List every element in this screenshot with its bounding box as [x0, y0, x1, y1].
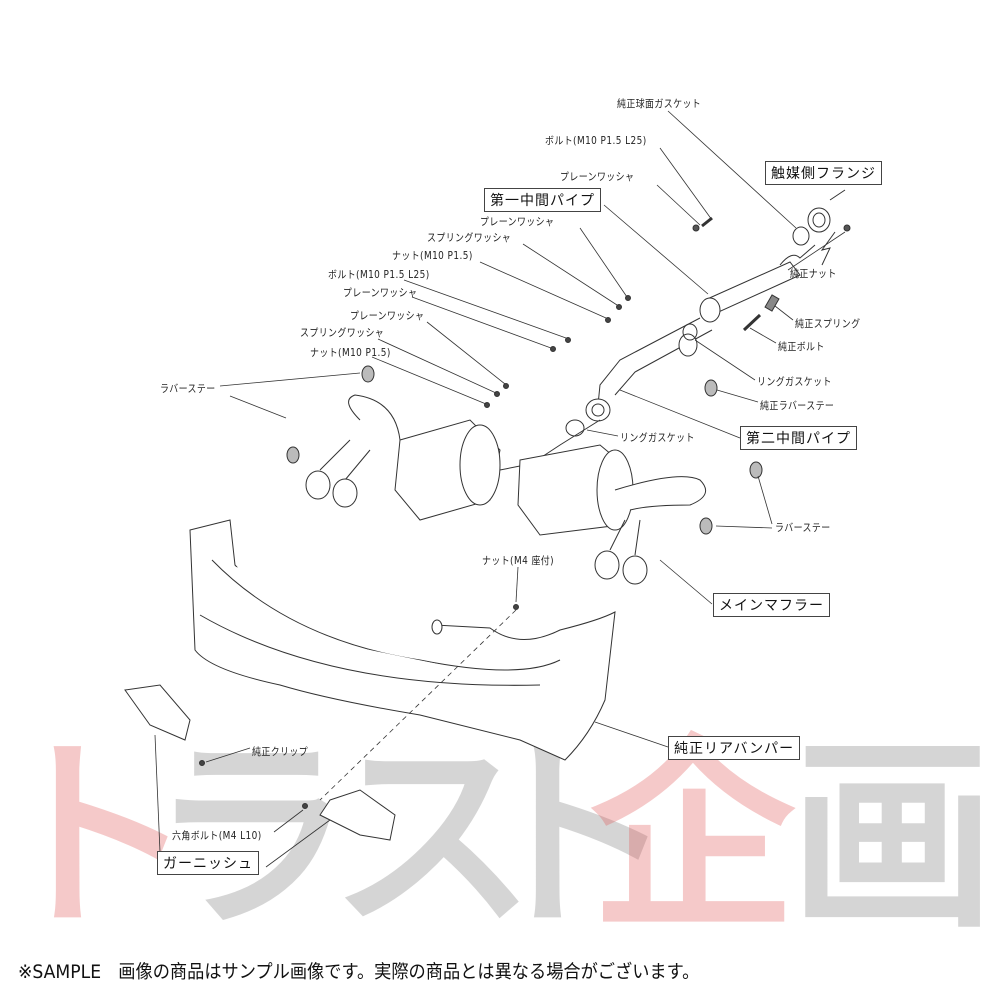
label-oem-spring: 純正スプリング [795, 318, 861, 330]
label-bolt: ボルト(M10 P1.5 L25) [328, 269, 430, 281]
label-plain-washer: プレーンワッシャ [350, 310, 425, 322]
label-oem-spherical-gasket: 純正球面ガスケット [617, 98, 702, 110]
label-hex-bolt: 六角ボルト(M4 L10) [172, 830, 262, 842]
label-ring-gasket: リングガスケット [620, 432, 695, 444]
label-nut: ナット(M10 P1.5) [310, 347, 391, 359]
part-main-muffler: メインマフラー [713, 593, 830, 617]
first-mid-pipe-drawing [521, 244, 816, 471]
sample-disclaimer: ※SAMPLE 画像の商品はサンプル画像です。実際の商品とは異なる場合がございま… [18, 962, 700, 983]
label-plain-washer: プレーンワッシャ [560, 171, 635, 183]
label-plain-washer: プレーンワッシャ [480, 216, 555, 228]
watermark-char: 企 [590, 717, 795, 957]
watermark-char: ト [470, 717, 675, 957]
label-oem-clip: 純正クリップ [252, 746, 309, 758]
label-bolt: ボルト(M10 P1.5 L25) [545, 135, 647, 147]
part-catalyst-flange: 触媒側フランジ [765, 161, 882, 185]
part-oem-rear-bumper: 純正リアバンパー [668, 736, 801, 760]
watermark-char: ラ [150, 717, 355, 957]
label-oem-nut: 純正ナット [790, 268, 837, 280]
label-rubber-stay: ラバーステー [160, 383, 216, 395]
label-nut-m4: ナット(M4 座付) [482, 555, 555, 567]
watermark-char: 画 [790, 717, 995, 957]
label-plain-washer: プレーンワッシャ [343, 287, 418, 299]
label-ring-gasket: リングガスケット [757, 376, 832, 388]
left-muffler-drawing [305, 394, 526, 521]
label-oem-rubber-stay: 純正ラバーステー [760, 400, 835, 412]
part-second-mid-pipe: 第二中間パイプ [740, 426, 857, 450]
part-garnish: ガーニッシュ [157, 851, 259, 875]
bumper-drawing [124, 519, 616, 841]
watermark-char: ト [0, 717, 195, 957]
label-nut: ナット(M10 P1.5) [392, 250, 473, 262]
leader-lines [154, 110, 846, 868]
right-muffler-drawing [517, 444, 707, 585]
watermark-char: ス [330, 717, 535, 957]
label-spring-washer: スプリングワッシャ [300, 327, 385, 339]
label-spring-washer: スプリングワッシャ [427, 232, 512, 244]
label-rubber-stay: ラバーステー [775, 522, 831, 534]
part-first-mid-pipe: 第一中間パイプ [484, 188, 601, 212]
label-oem-bolt: 純正ボルト [778, 341, 825, 353]
